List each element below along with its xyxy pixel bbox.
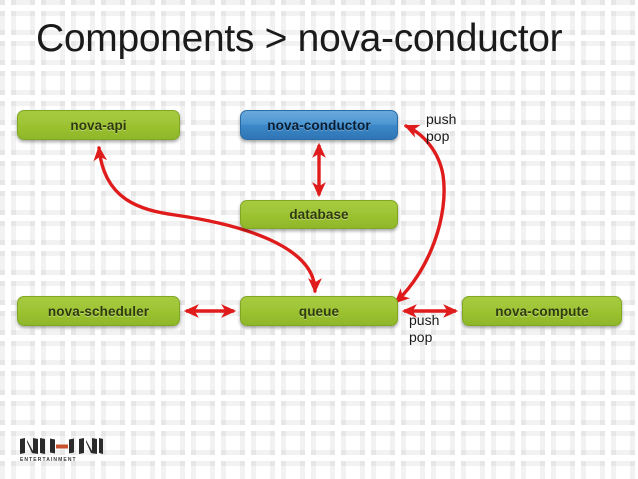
node-nova-compute[interactable]: nova-compute	[462, 296, 622, 326]
page-title: Components > nova-conductor	[36, 17, 563, 60]
node-nova-compute-label: nova-compute	[495, 303, 589, 319]
node-nova-api[interactable]: nova-api	[17, 110, 180, 140]
nhn-logo-wordmark: ENTERTAINMENT	[20, 457, 77, 463]
node-nova-conductor-label: nova-conductor	[267, 117, 371, 133]
nhn-entertainment-logo: ENTERTAINMENT	[19, 437, 103, 464]
edge-label-pop-top: pop	[426, 128, 450, 144]
edge-label-pop-bottom: pop	[409, 329, 433, 345]
node-queue-label: queue	[298, 303, 340, 319]
edge-queue-conductor	[394, 124, 446, 304]
edge-label-push-bottom: push	[409, 312, 440, 328]
node-database[interactable]: database	[240, 200, 398, 229]
node-nova-conductor[interactable]: nova-conductor	[240, 110, 398, 140]
nhn-logo-mark	[20, 438, 103, 454]
node-queue[interactable]: queue	[240, 296, 398, 326]
edge-label-push-pop-bottom: push pop	[409, 312, 439, 346]
edge-label-push-top: push	[426, 111, 457, 127]
edge-label-push-pop-top: push pop	[426, 111, 456, 145]
node-nova-scheduler-label: nova-scheduler	[47, 303, 150, 319]
node-database-label: database	[289, 207, 349, 222]
edge-queue-novaapi	[93, 145, 322, 294]
node-nova-scheduler[interactable]: nova-scheduler	[17, 296, 180, 326]
node-nova-api-label: nova-api	[70, 117, 127, 133]
